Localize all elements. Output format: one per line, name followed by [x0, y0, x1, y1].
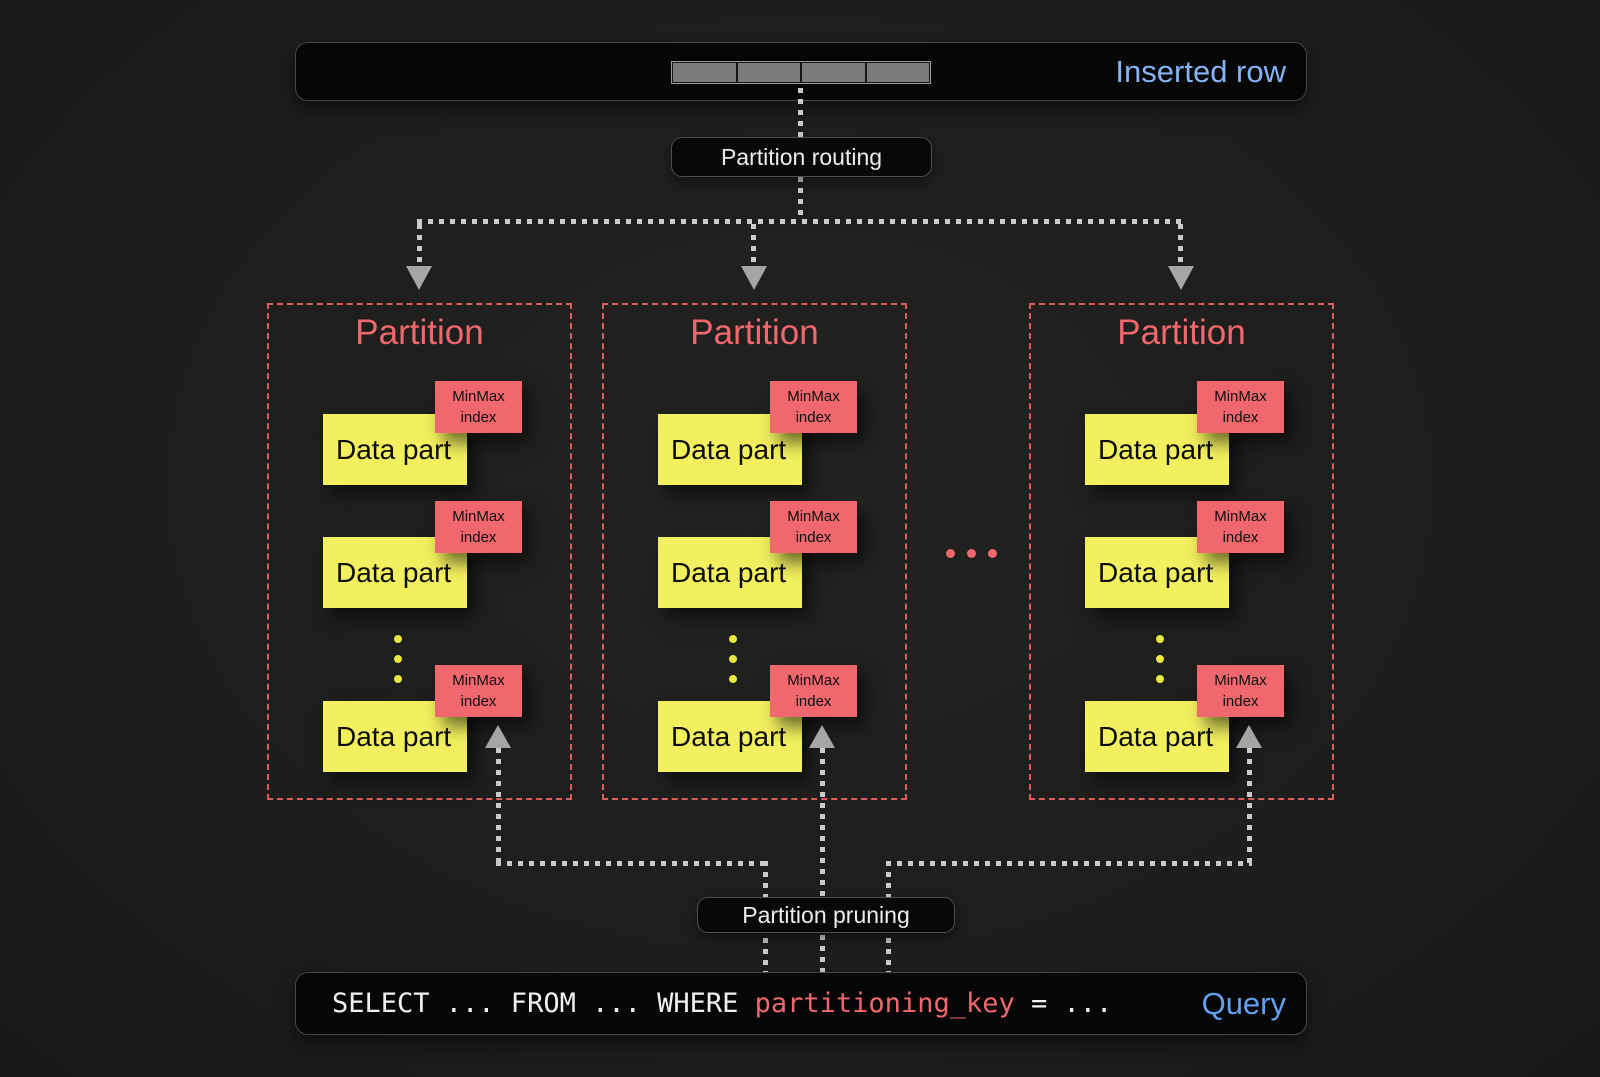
minmax-index-tag: MinMax index	[435, 381, 522, 433]
more-data-parts-ellipsis	[394, 635, 402, 683]
down-arrow-icon	[406, 266, 432, 290]
up-arrow-icon	[809, 725, 835, 748]
prune-line-3-horizontal	[886, 861, 1252, 866]
partition-title: Partition	[1117, 313, 1246, 352]
data-part-box: Data part	[1085, 414, 1229, 485]
more-data-parts-ellipsis	[1156, 635, 1164, 683]
down-arrow-icon	[741, 266, 767, 290]
partition-box: Partition Data part MinMax index Data pa…	[602, 303, 907, 800]
minmax-index-tag: MinMax index	[1197, 381, 1284, 433]
minmax-index-tag: MinMax index	[770, 381, 857, 433]
data-part-box: Data part	[1085, 701, 1229, 772]
up-arrow-icon	[1236, 725, 1262, 748]
inserted-row-label: Inserted row	[1115, 53, 1286, 89]
query-bar: SELECT ... FROM ... WHERE partitioning_k…	[295, 972, 1307, 1035]
more-data-parts-ellipsis	[729, 635, 737, 683]
branch-line	[417, 219, 1184, 224]
partition-routing-pill: Partition routing	[671, 137, 932, 177]
partition-box: Partition Data part MinMax index Data pa…	[267, 303, 572, 800]
branch-drop-2	[751, 224, 756, 266]
partition-box: Partition Data part MinMax index Data pa…	[1029, 303, 1334, 800]
more-partitions-ellipsis	[946, 549, 997, 558]
prune-line-3-vertical	[1247, 748, 1252, 863]
flow-line-routing-to-branch	[798, 177, 803, 219]
up-arrow-icon	[485, 725, 511, 748]
row-segment	[866, 63, 929, 82]
sql-suffix: = ...	[1014, 988, 1113, 1019]
sql-text: SELECT ... FROM ... WHERE partitioning_k…	[332, 973, 1112, 1034]
prune-line-1-vertical	[496, 748, 501, 863]
prune-line-2-vertical	[820, 748, 825, 972]
sql-prefix: SELECT ... FROM ... WHERE	[332, 988, 755, 1019]
row-segment	[673, 63, 736, 82]
branch-drop-1	[417, 224, 422, 266]
partition-pruning-pill: Partition pruning	[697, 897, 955, 933]
down-arrow-icon	[1168, 266, 1194, 290]
minmax-index-tag: MinMax index	[770, 501, 857, 553]
row-segment	[802, 63, 865, 82]
partitioning-key: partitioning_key	[754, 988, 1015, 1019]
routing-label: Partition routing	[720, 143, 883, 170]
minmax-index-tag: MinMax index	[770, 665, 857, 717]
query-label: Query	[1201, 985, 1286, 1021]
prune-line-1-horizontal	[496, 861, 768, 866]
flow-line-row-to-routing	[798, 88, 803, 137]
row-segments	[671, 61, 931, 84]
pruning-label: Partition pruning	[742, 901, 910, 928]
partition-title: Partition	[355, 313, 484, 352]
row-segment	[737, 63, 800, 82]
minmax-index-tag: MinMax index	[435, 501, 522, 553]
inserted-row-bar: Inserted row	[295, 42, 1307, 101]
minmax-index-tag: MinMax index	[1197, 665, 1284, 717]
minmax-index-tag: MinMax index	[1197, 501, 1284, 553]
partition-title: Partition	[690, 313, 819, 352]
branch-drop-3	[1178, 224, 1183, 266]
minmax-index-tag: MinMax index	[435, 665, 522, 717]
data-part-box: Data part	[323, 414, 467, 485]
